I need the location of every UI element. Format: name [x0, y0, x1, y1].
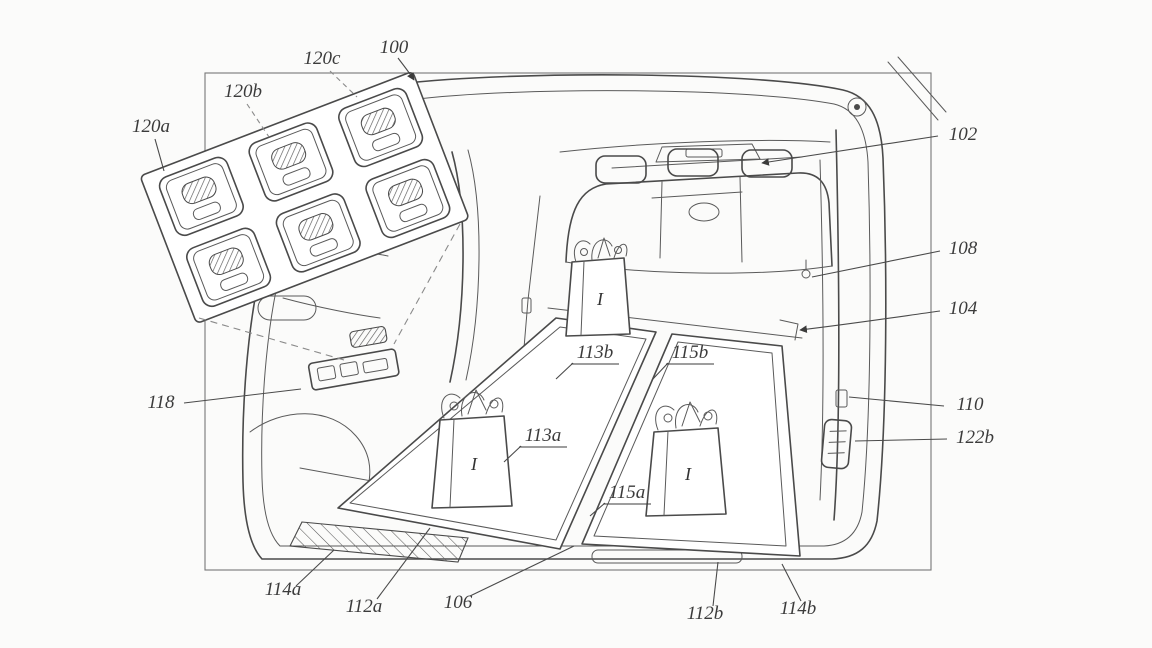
belt-anchor — [835, 389, 848, 408]
ref-label-106: 106 — [444, 592, 473, 613]
ref-label-115b: 115b — [672, 342, 709, 363]
figure-frame — [204, 72, 932, 571]
grocery-bag-right: I — [645, 401, 727, 517]
ref-label-118: 118 — [147, 392, 175, 413]
bag-letter: I — [470, 454, 478, 474]
ref-label-108: 108 — [949, 238, 978, 259]
side-vent-panel — [820, 418, 853, 470]
bag-letter: I — [596, 289, 604, 309]
ref-label-114b: 114b — [780, 598, 817, 619]
ref-label-110: 110 — [956, 394, 984, 415]
ref-label-114a: 114a — [265, 579, 302, 600]
switch-panel-inset — [140, 72, 469, 323]
power-outlet-switch — [275, 193, 361, 273]
bag-letter: I — [684, 464, 692, 484]
ref-label-120a: 120a — [132, 116, 170, 137]
power-outlet-switch — [365, 158, 451, 239]
ref-label-113a: 113a — [525, 425, 562, 446]
ref-label-122b: 122b — [956, 427, 994, 448]
ref-label-102: 102 — [949, 124, 978, 145]
ref-labels: 100 120c 120b 120a 102 108 104 110 122b … — [132, 37, 994, 624]
power-outlet-switch — [338, 87, 424, 168]
seat-latch — [779, 319, 799, 341]
grocery-bag-left: I — [431, 389, 513, 509]
power-outlet-switch — [186, 227, 272, 308]
dashboard-hint — [651, 191, 743, 222]
ref-label-100: 100 — [380, 37, 409, 58]
cargo-hook — [801, 269, 811, 279]
cargo-scuff-hatch — [289, 521, 469, 563]
ref-label-115a: 115a — [609, 482, 646, 503]
right-pillar-and-trim — [779, 129, 853, 521]
outlet-panel — [307, 326, 400, 391]
ref-label-113b: 113b — [577, 342, 614, 363]
grocery-bag-rear: I — [565, 237, 631, 337]
ref-label-112b: 112b — [687, 603, 724, 624]
ref-label-112a: 112a — [346, 596, 383, 617]
front-seats — [565, 148, 833, 274]
ref-label-120b: 120b — [224, 81, 262, 102]
power-outlet-switch — [158, 156, 244, 237]
power-outlet-switch — [248, 122, 334, 202]
projection-lines — [198, 223, 461, 361]
ref-label-120c: 120c — [304, 48, 342, 69]
ref-label-104: 104 — [949, 298, 978, 319]
leader-lines — [154, 57, 948, 607]
